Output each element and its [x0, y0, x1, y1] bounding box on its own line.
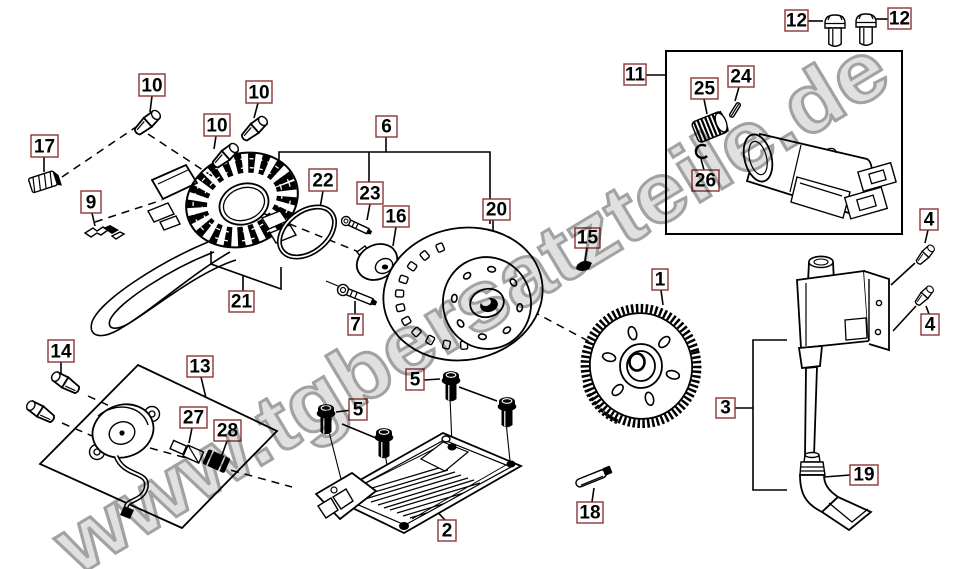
svg-text:21: 21 — [231, 292, 253, 313]
svg-text:22: 22 — [312, 171, 333, 192]
svg-text:5: 5 — [410, 370, 421, 391]
svg-text:10: 10 — [141, 76, 162, 97]
svg-text:18: 18 — [579, 503, 600, 524]
svg-text:5: 5 — [353, 400, 364, 421]
svg-text:28: 28 — [217, 421, 238, 442]
svg-text:7: 7 — [350, 315, 361, 336]
svg-text:15: 15 — [577, 228, 599, 249]
svg-text:3: 3 — [720, 398, 731, 419]
svg-text:1: 1 — [655, 270, 666, 291]
svg-text:19: 19 — [853, 465, 874, 486]
svg-text:4: 4 — [925, 315, 936, 336]
svg-text:12: 12 — [889, 9, 910, 30]
svg-text:24: 24 — [730, 67, 752, 88]
svg-text:17: 17 — [34, 137, 55, 158]
svg-text:13: 13 — [189, 357, 210, 378]
svg-text:26: 26 — [695, 171, 716, 192]
svg-text:9: 9 — [86, 193, 97, 214]
svg-text:16: 16 — [385, 207, 406, 228]
svg-text:20: 20 — [486, 200, 507, 221]
svg-text:25: 25 — [694, 79, 716, 100]
svg-text:2: 2 — [442, 521, 453, 542]
svg-text:10: 10 — [206, 116, 227, 137]
svg-text:14: 14 — [50, 342, 72, 363]
svg-text:11: 11 — [625, 65, 646, 86]
svg-text:10: 10 — [248, 83, 269, 104]
svg-text:4: 4 — [924, 210, 935, 231]
svg-text:27: 27 — [183, 408, 204, 429]
svg-text:23: 23 — [359, 184, 380, 205]
svg-text:12: 12 — [786, 11, 807, 32]
svg-text:6: 6 — [381, 117, 392, 138]
